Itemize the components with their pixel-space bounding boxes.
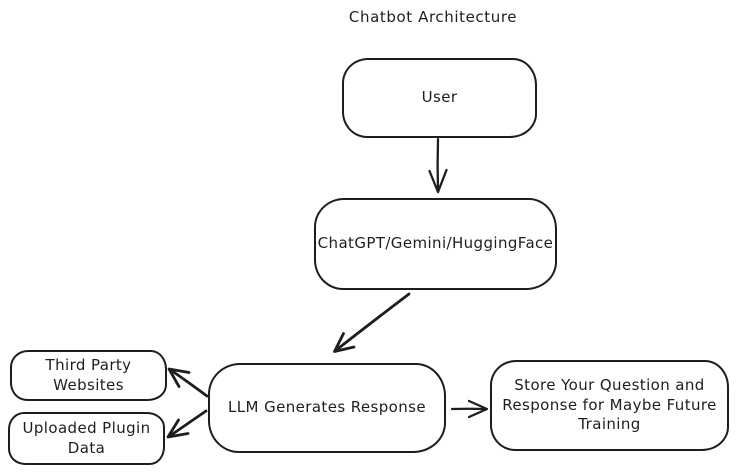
arrow-shaft [333,292,411,353]
edge-user-to-llm-provider [428,137,448,194]
arrow-shaft [167,409,208,438]
node-label: ChatGPT/Gemini/HuggingFace [317,234,554,253]
node-third-party-websites: Third Party Websites [10,350,167,401]
edge-llm-response-to-uploaded-plugin [166,409,208,439]
node-label: Uploaded Plugin Data [22,419,151,457]
arrow-shaft [168,368,209,398]
arrow-head-icon [467,399,489,419]
arrow-head-icon [167,367,191,388]
diagram-title: Chatbot Architecture [348,8,518,26]
edge-llm-provider-to-llm-response [333,292,411,353]
edge-llm-response-to-third-party [167,367,209,398]
arrow-head-icon [428,168,448,194]
node-label: User [421,88,458,107]
node-llm-generates-response: LLM Generates Response [208,363,446,453]
node-label: Third Party Websites [45,356,132,394]
node-user: User [342,58,537,138]
node-llm-provider: ChatGPT/Gemini/HuggingFace [314,198,557,290]
arrow-head-icon [333,332,356,353]
node-label: LLM Generates Response [228,398,426,417]
node-uploaded-plugin-data: Uploaded Plugin Data [8,412,165,465]
node-store-question-response: Store Your Question and Response for May… [490,360,729,451]
node-label: Store Your Question and Response for May… [502,376,717,434]
arrow-head-icon [166,418,190,439]
edge-llm-response-to-store [450,399,489,419]
